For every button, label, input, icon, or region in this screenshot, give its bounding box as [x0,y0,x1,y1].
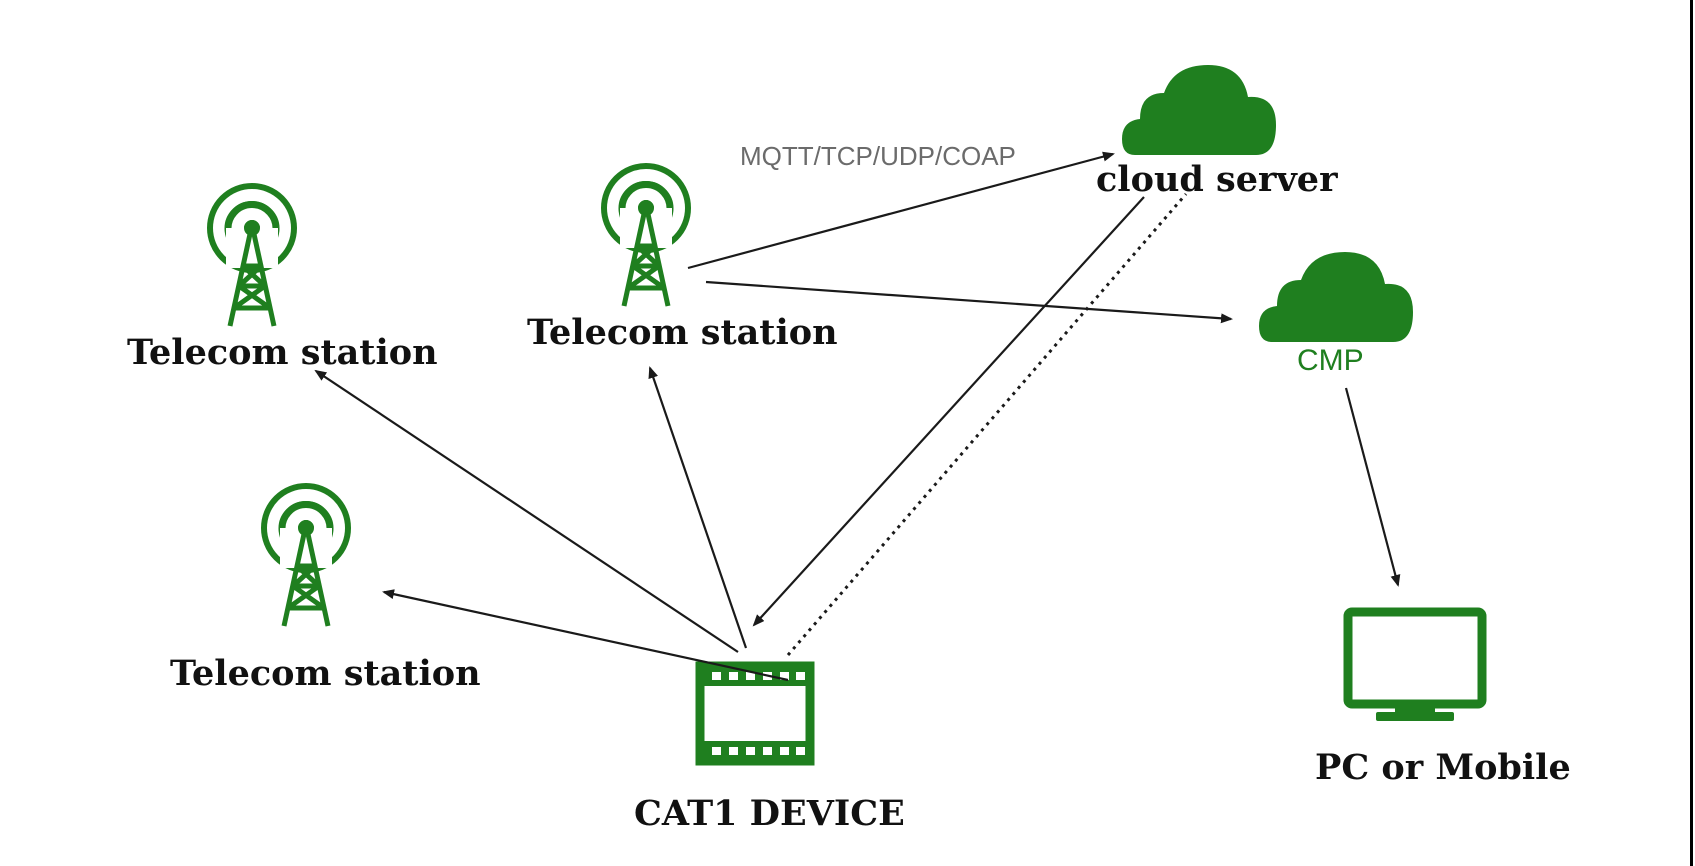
arrow-device-to-station-middle [648,366,748,649]
arrow-cloud-server-to-device [752,196,1145,627]
cloud-server-label: cloud server [1096,159,1338,200]
radio-tower-icon [210,186,294,326]
arrow-station-to-cmp [705,280,1233,324]
dotted-link-device-cloud [786,193,1188,656]
pc-label: PC or Mobile [1315,747,1571,788]
device-label: CAT1 DEVICE [634,793,905,834]
arrow-station-to-cloud-server [687,151,1115,270]
protocol-label: MQTT/TCP/UDP/COAP [740,141,1016,171]
cmp-label: CMP [1297,344,1364,377]
arrow-device-to-station-left [314,369,739,653]
station-lower-label: Telecom station [170,653,481,694]
cloud-icon [1259,252,1413,342]
right-border [1690,0,1693,866]
station-left-label: Telecom station [127,332,438,373]
station-middle-label: Telecom station [527,312,838,353]
arrow-device-to-station-lower [382,589,789,682]
cloud-icon [1122,65,1276,155]
arrow-cmp-to-pc [1344,387,1401,587]
radio-tower-icon [264,486,348,626]
monitor-icon [1343,607,1487,721]
radio-tower-icon [604,166,688,306]
device-module-icon [695,661,815,766]
